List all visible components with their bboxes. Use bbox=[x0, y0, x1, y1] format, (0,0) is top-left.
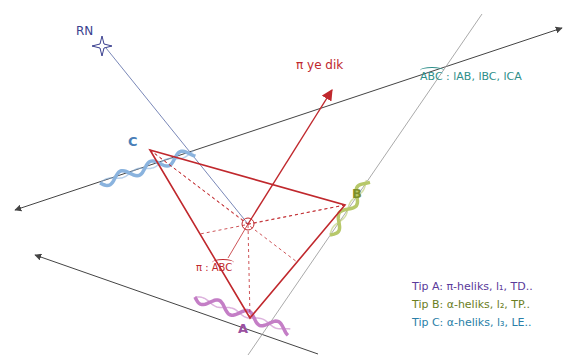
rn-line bbox=[106, 48, 248, 224]
legend-line: Tip C: α-heliks, l₃, LE.. bbox=[412, 316, 532, 329]
rn-label: RN bbox=[76, 24, 93, 38]
legend-line: Tip B: α-heliks, l₂, TP.. bbox=[412, 298, 530, 311]
star-symbol bbox=[92, 36, 112, 56]
normal-label: π ye dik bbox=[296, 58, 343, 72]
edge-lengths: ABC : lAB, lBC, lCA bbox=[420, 70, 522, 83]
axis-line bbox=[15, 28, 562, 210]
vertex-label: B bbox=[352, 186, 362, 202]
normal-arrow bbox=[248, 90, 332, 224]
leader-line bbox=[228, 224, 248, 258]
arc-mark bbox=[212, 259, 234, 266]
helix-symbol bbox=[330, 182, 370, 235]
arc-mark bbox=[420, 67, 444, 74]
plane-label: π : ABC bbox=[196, 262, 232, 274]
legend-line: Tip A: π-heliks, l₁, TD.. bbox=[412, 280, 533, 293]
helix-symbol bbox=[100, 151, 195, 185]
triangle bbox=[150, 150, 345, 318]
vertex-label: A bbox=[238, 321, 248, 337]
vertex-label: C bbox=[128, 134, 138, 150]
axis-line bbox=[35, 255, 318, 354]
